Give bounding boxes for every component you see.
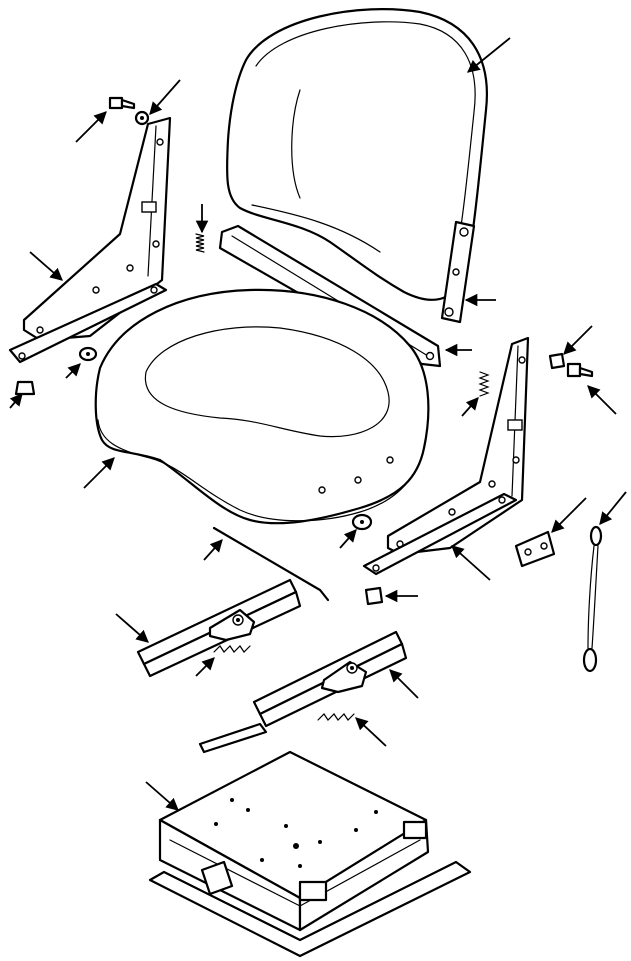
callout-arrow-left-nut — [9, 393, 23, 409]
callout-arrow-control-rod — [203, 539, 223, 561]
callout-arrow-right-slide-rail — [389, 669, 419, 699]
hinge-arm — [440, 220, 476, 324]
left-slide-rail — [136, 578, 302, 678]
callout-arrows — [9, 37, 627, 811]
callout-arrow-seat-back — [467, 37, 511, 73]
control-rod — [212, 526, 330, 602]
right-spring — [478, 371, 490, 397]
callout-arrow-right-nut — [563, 325, 593, 355]
callout-arrow-seat-cushion — [83, 457, 115, 489]
suspension-base — [148, 750, 472, 958]
left-washer — [78, 346, 98, 362]
callout-arrow-suspension-base — [145, 781, 179, 811]
right-rail-spring — [317, 713, 355, 721]
left-rail-spring — [213, 645, 251, 653]
callout-arrow-spacer-plate — [551, 497, 587, 533]
left-bracket — [8, 116, 172, 364]
spacer-plate — [514, 530, 556, 568]
callout-arrow-left-rail-spring — [195, 657, 215, 677]
right-nut — [548, 352, 566, 370]
bolt-top-left — [108, 96, 136, 110]
callout-arrow-nut-top-left — [149, 79, 181, 115]
callout-arrow-cushion-washer — [339, 529, 357, 549]
nut-top-left — [134, 110, 150, 126]
spring-center — [195, 233, 205, 253]
callout-arrow-right-spring — [461, 397, 479, 417]
callout-arrow-left-washer — [65, 363, 81, 379]
right-nut-lower — [364, 586, 384, 606]
right-bracket — [362, 336, 530, 576]
callout-arrow-right-rail-spring — [355, 717, 387, 747]
cushion-washer — [351, 513, 373, 531]
callout-arrow-bolt-top-left — [75, 111, 107, 143]
callout-arrow-left-slide-rail — [115, 613, 149, 643]
callout-arrow-safety-cable — [599, 491, 627, 525]
right-bolt — [566, 362, 594, 378]
left-nut — [14, 380, 36, 396]
callout-arrow-right-bracket — [451, 545, 491, 581]
right-slide-rail — [198, 630, 408, 754]
safety-cable — [582, 525, 603, 673]
callout-arrow-right-bolt — [587, 385, 617, 415]
callout-arrow-left-bracket — [29, 251, 63, 281]
seat-cushion — [94, 288, 430, 525]
